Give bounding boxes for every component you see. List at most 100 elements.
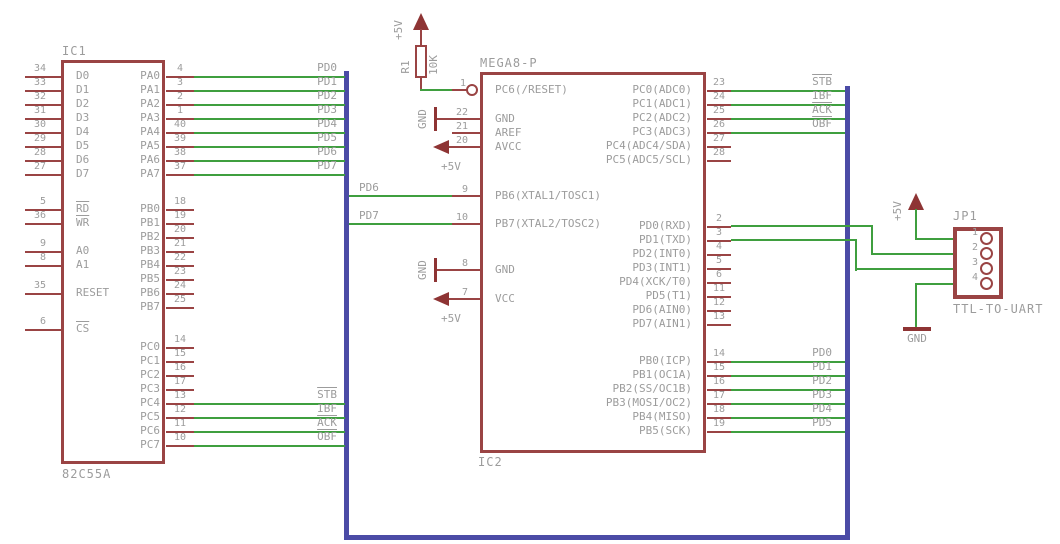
net-wire-txd-h1[interactable] (731, 239, 857, 241)
net-wire[interactable] (731, 431, 845, 433)
right-pin-stub[interactable] (166, 361, 194, 363)
net-wire-rxd-h2[interactable] (871, 253, 981, 255)
net-wire[interactable] (194, 118, 345, 120)
net-wire[interactable] (731, 104, 845, 106)
pin-row[interactable]: 31 D3 PA3 1 PD3 (20, 104, 345, 124)
right-pin-stub[interactable] (707, 310, 731, 312)
right-pin-stub[interactable] (166, 223, 194, 225)
pin21-stub[interactable] (452, 132, 480, 134)
pin-row[interactable]: PB5(SCK) 19 PD5 (555, 417, 845, 437)
right-pin-stub[interactable] (166, 431, 194, 433)
net-wire-pd7[interactable] (349, 223, 452, 225)
right-pin-stub[interactable] (707, 160, 731, 162)
pin-row[interactable]: PC2(ADC2) 25 ACK (555, 104, 845, 124)
right-pin-stub[interactable] (166, 237, 194, 239)
pin-row[interactable]: PC3(ADC3) 26 OBF (555, 118, 845, 138)
right-pin-stub[interactable] (707, 104, 731, 106)
right-pin-stub[interactable] (166, 132, 194, 134)
pin-row[interactable]: PC2 16 (20, 362, 345, 381)
jp1-connector-body[interactable] (953, 227, 1003, 299)
net-wire-txd-h2[interactable] (855, 268, 981, 270)
net-wire[interactable] (731, 90, 845, 92)
right-pin-stub[interactable] (707, 132, 731, 134)
pin-row[interactable]: PB2(SS/OC1B) 16 PD2 (555, 375, 845, 395)
pin22-stub[interactable] (437, 118, 480, 120)
right-pin-stub[interactable] (166, 209, 194, 211)
net-wire-txd-v[interactable] (855, 239, 857, 271)
right-pin-stub[interactable] (707, 389, 731, 391)
pin-row[interactable]: 30 D4 PA4 40 PD4 (20, 118, 345, 138)
right-pin-stub[interactable] (707, 282, 731, 284)
gnd-symbol-icon[interactable] (434, 107, 437, 131)
right-pin-stub[interactable] (166, 251, 194, 253)
right-pin-stub[interactable] (166, 104, 194, 106)
pin-row[interactable]: PB2 20 (20, 224, 345, 243)
pin-row[interactable]: 34 D0 PA0 4 PD0 (20, 62, 345, 82)
pin-row[interactable]: PD2(INT0) 4 (555, 241, 845, 260)
pin-row[interactable]: 36 WR PB1 19 (20, 210, 345, 229)
net-wire[interactable] (194, 104, 345, 106)
pin-row[interactable]: PB1(OC1A) 15 PD1 (555, 361, 845, 381)
net-wire[interactable] (731, 403, 845, 405)
right-pin-stub[interactable] (707, 324, 731, 326)
right-pin-stub[interactable] (707, 417, 731, 419)
pin7-stub[interactable] (448, 298, 480, 300)
plus5v-arrow-icon[interactable] (413, 13, 429, 30)
pin-row[interactable]: PC3 17 (20, 376, 345, 395)
r1-bottom-lead[interactable] (420, 78, 422, 90)
pin20-stub[interactable] (448, 146, 480, 148)
pin-row[interactable]: PC1(ADC1) 24 IBF (555, 90, 845, 110)
pin-row[interactable]: PC1 15 (20, 348, 345, 367)
net-wire[interactable] (194, 431, 345, 433)
right-pin-stub[interactable] (707, 361, 731, 363)
net-wire-rxd-h1[interactable] (731, 225, 873, 227)
pin-row[interactable]: PB4(MISO) 18 PD4 (555, 403, 845, 423)
right-pin-stub[interactable] (166, 160, 194, 162)
left-pin-stub[interactable] (25, 329, 61, 331)
net-wire-pd6[interactable] (349, 195, 452, 197)
net-wire[interactable] (194, 146, 345, 148)
net-wire-jp1-pin1[interactable] (915, 238, 981, 240)
pin-row[interactable]: PD5(T1) 11 (555, 283, 845, 302)
right-pin-stub[interactable] (707, 403, 731, 405)
pin10-stub[interactable] (452, 223, 480, 225)
left-pin-stub[interactable] (25, 132, 61, 134)
pin-row[interactable]: 29 D5 PA5 39 PD5 (20, 132, 345, 152)
right-pin-stub[interactable] (166, 174, 194, 176)
net-wire[interactable] (194, 132, 345, 134)
net-wire-5v-vertical[interactable] (915, 209, 917, 239)
connector-pin-row[interactable]: 1 (960, 227, 996, 245)
right-pin-stub[interactable] (166, 146, 194, 148)
net-wire[interactable] (194, 76, 345, 78)
pin-row[interactable]: 35 RESET PB6 24 (20, 280, 345, 299)
pin-row[interactable]: PC6 11 ACK (20, 417, 345, 437)
bus-left-vertical[interactable] (344, 71, 349, 540)
net-wire-rxd-v[interactable] (871, 225, 873, 255)
right-pin-stub[interactable] (166, 375, 194, 377)
net-wire-jp1-pin4[interactable] (915, 283, 981, 285)
pin-row[interactable]: PC0(ADC0) 23 STB (555, 76, 845, 96)
left-pin-stub[interactable] (25, 209, 61, 211)
right-pin-stub[interactable] (707, 118, 731, 120)
pin-row[interactable]: 5 RD PB0 18 (20, 196, 345, 215)
left-pin-stub[interactable] (25, 76, 61, 78)
net-wire[interactable] (194, 90, 345, 92)
right-pin-stub[interactable] (707, 226, 731, 228)
right-pin-stub[interactable] (707, 254, 731, 256)
pin-row[interactable]: PD6(AIN0) 12 (555, 297, 845, 316)
left-pin-stub[interactable] (25, 223, 61, 225)
right-pin-stub[interactable] (166, 403, 194, 405)
pin-row[interactable]: PC7 10 OBF (20, 431, 345, 451)
ic1-body[interactable] (61, 60, 165, 464)
net-wire[interactable] (194, 160, 345, 162)
right-pin-stub[interactable] (166, 118, 194, 120)
left-pin-stub[interactable] (25, 90, 61, 92)
pin-row[interactable]: PD4(XCK/T0) 6 (555, 269, 845, 288)
left-pin-stub[interactable] (25, 251, 61, 253)
net-wire[interactable] (731, 389, 845, 391)
plus5v-arrow-icon[interactable] (433, 140, 449, 154)
pin-row[interactable]: PC5(ADC5/SCL) 28 (555, 147, 845, 166)
pin-row[interactable]: 8 A1 PB4 22 (20, 252, 345, 271)
net-wire[interactable] (194, 445, 345, 447)
right-pin-stub[interactable] (166, 279, 194, 281)
